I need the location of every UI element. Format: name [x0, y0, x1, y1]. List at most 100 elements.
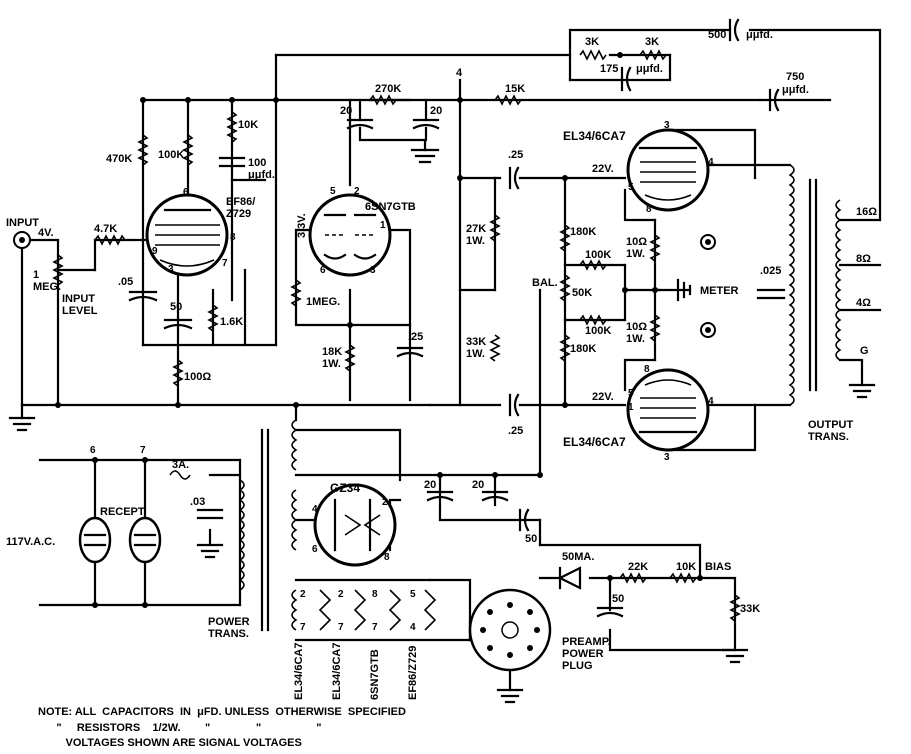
resistor-22k — [619, 572, 647, 584]
label-heater-2: EL34/6CA7 — [331, 643, 343, 700]
svg-text:4: 4 — [708, 396, 714, 407]
svg-text:7: 7 — [140, 445, 146, 456]
tube-gz34 — [313, 483, 397, 567]
tube-el34-lower — [626, 368, 710, 452]
junction-dots — [55, 52, 703, 608]
label-25-c: .25 — [508, 425, 523, 437]
cap-20-a — [346, 118, 374, 130]
label-4v: 4V. — [38, 227, 54, 239]
label-gz34: GZ34 — [330, 481, 360, 495]
resistor-100ohm — [172, 359, 184, 387]
svg-text:2: 2 — [338, 589, 344, 600]
resistor-180k-b — [559, 334, 571, 362]
label-22v-a: 22V. — [592, 163, 614, 175]
cap-25-b — [508, 166, 520, 190]
output-transformer — [788, 164, 842, 406]
capacitors — [128, 18, 786, 618]
cap-500 — [728, 18, 740, 42]
cap-50-b — [518, 508, 530, 532]
svg-text:8: 8 — [646, 204, 652, 215]
cap-50 — [163, 318, 193, 330]
svg-text:7: 7 — [372, 622, 378, 633]
svg-text:2: 2 — [382, 497, 388, 508]
label-g: G — [860, 345, 869, 357]
cap-25-a — [396, 346, 424, 358]
resistor-1k6 — [207, 304, 219, 332]
label-uufd-b: μμfd. — [746, 29, 773, 41]
label-1meg-b: 1MEG. — [306, 296, 340, 308]
label-25-a: .25 — [408, 331, 423, 343]
resistor-270k — [369, 94, 397, 106]
power-transformer — [238, 419, 298, 632]
label-22v-b: 22V. — [592, 391, 614, 403]
svg-text:4: 4 — [410, 622, 416, 633]
svg-text:7: 7 — [338, 622, 344, 633]
label-25-b: .25 — [508, 149, 523, 161]
cap-175 — [620, 66, 632, 92]
label-100k-a: 100K — [158, 149, 184, 161]
label-20-d: 20 — [472, 479, 484, 491]
svg-text:5: 5 — [410, 589, 416, 600]
label-22k: 22K — [628, 561, 648, 573]
label-180k-b: 180K — [570, 343, 596, 355]
label-270k: 270K — [375, 83, 401, 95]
receptacle-icons — [78, 516, 162, 564]
label-ef86: EF86/Z729 — [226, 196, 255, 220]
label-10k-b: 10K — [676, 561, 696, 573]
label-175: 175 — [600, 63, 618, 75]
label-20-b: 20 — [430, 105, 442, 117]
svg-text:8: 8 — [644, 364, 650, 375]
cap-025 — [756, 288, 786, 300]
resistor-15k — [494, 94, 522, 106]
resistor-18k — [344, 344, 356, 372]
label-50ma: 50MA. — [562, 551, 594, 563]
label-16ohm: 16Ω — [856, 206, 877, 218]
cap-20-d — [481, 490, 509, 502]
svg-text:9: 9 — [152, 246, 158, 257]
label-heater-1: EL34/6CA7 — [293, 643, 305, 700]
label-05: .05 — [118, 276, 133, 288]
label-3v3: 3.3V. — [296, 213, 308, 238]
label-recept: RECEPT. — [100, 506, 146, 518]
cap-25-c — [508, 393, 520, 417]
svg-text:3: 3 — [168, 264, 174, 275]
cap-20-c — [426, 490, 454, 502]
label-heater-4: EF86/Z729 — [407, 646, 419, 700]
label-1k6: 1.6K — [220, 316, 243, 328]
resistor-50k — [559, 274, 571, 302]
svg-text:2: 2 — [354, 186, 360, 197]
label-el34-upper: EL34/6CA7 — [563, 129, 626, 143]
ground-symbols — [8, 138, 876, 704]
label-bias: BIAS — [705, 561, 731, 573]
svg-text:6: 6 — [320, 265, 326, 276]
resistor-180k-a — [559, 224, 571, 252]
resistor-3k-a — [579, 49, 607, 61]
label-10k-a: 10K — [238, 119, 258, 131]
label-3a: 3A. — [172, 459, 189, 471]
cap-100uufd — [218, 156, 246, 168]
label-20-c: 20 — [424, 479, 436, 491]
resistor-33k — [489, 334, 501, 362]
resistor-100k-c — [579, 314, 607, 326]
cap-50-c — [596, 606, 624, 618]
label-117vac: 117V.A.C. — [6, 536, 55, 548]
resistor-10k — [226, 111, 238, 143]
resistor-100k-b — [579, 259, 607, 271]
svg-text:3: 3 — [664, 452, 670, 463]
label-uufd-a: μμfd. — [636, 63, 663, 75]
resistor-27k — [489, 214, 501, 242]
label-100k-b: 100K — [585, 249, 611, 261]
svg-text:5: 5 — [628, 182, 634, 193]
label-3k-b: 3K — [645, 36, 659, 48]
resistor-10ohm-b — [649, 314, 661, 342]
label-node-4: 4 — [456, 67, 463, 79]
svg-text:5: 5 — [628, 388, 634, 399]
